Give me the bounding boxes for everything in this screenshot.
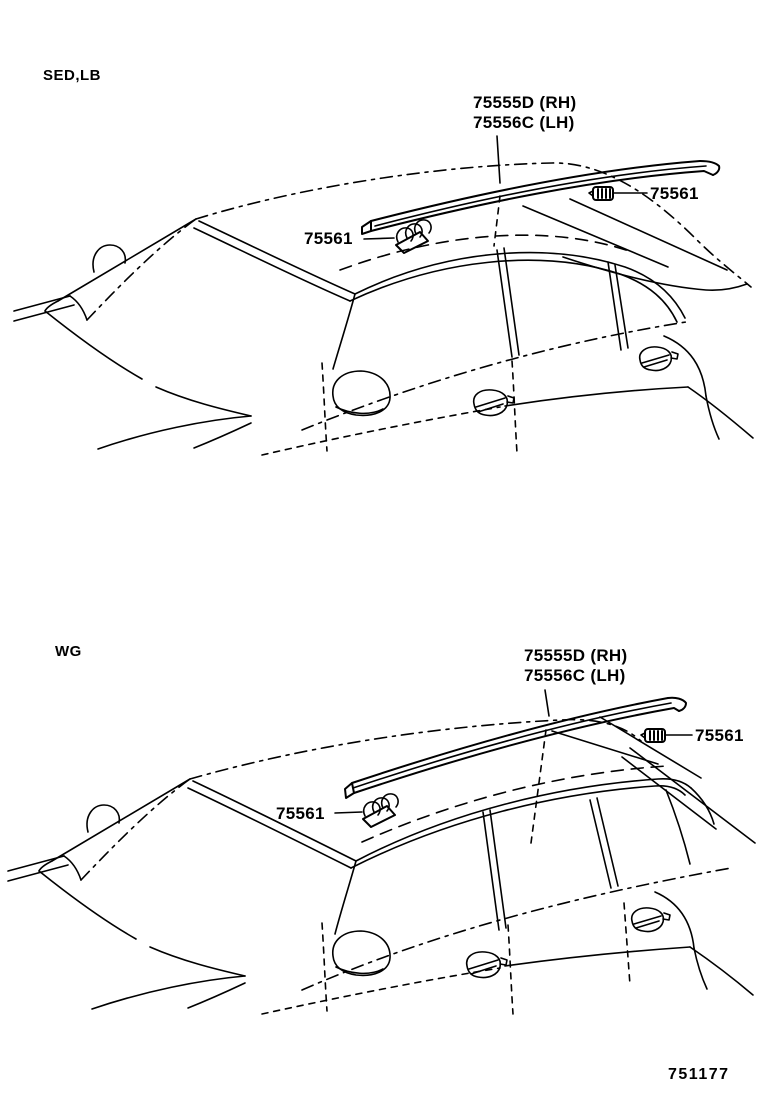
- moulding-part-number-rh: 75555D (RH): [524, 646, 628, 665]
- clip-part-number: 75561: [650, 184, 699, 203]
- wagon-roof-moulding: [344, 696, 687, 799]
- wagon-leader-lines: [334, 689, 702, 844]
- wagon-body-drawing: [7, 718, 756, 1015]
- moulding-clip-icon: [362, 793, 399, 828]
- moulding-clip-icon: [588, 186, 614, 201]
- variant-label-sed-lb: SED,LB: [43, 67, 102, 84]
- sedan-body-drawing: [13, 162, 754, 456]
- moulding-part-number-rh: 75555D (RH): [473, 93, 577, 112]
- figure-number: 751177: [668, 1066, 730, 1083]
- clip-part-number: 75561: [276, 804, 325, 823]
- clip-part-number: 75561: [304, 229, 353, 248]
- sedan-roof-moulding: [361, 160, 721, 235]
- moulding-part-number-lh: 75556C (LH): [524, 666, 626, 685]
- moulding-clip-icon: [395, 219, 432, 254]
- sedan-leader-lines: [363, 135, 728, 271]
- moulding-clip-icon: [640, 728, 666, 743]
- variant-label-wg: WG: [55, 643, 82, 660]
- moulding-part-number-lh: 75556C (LH): [473, 113, 575, 132]
- clip-part-number: 75561: [695, 726, 744, 745]
